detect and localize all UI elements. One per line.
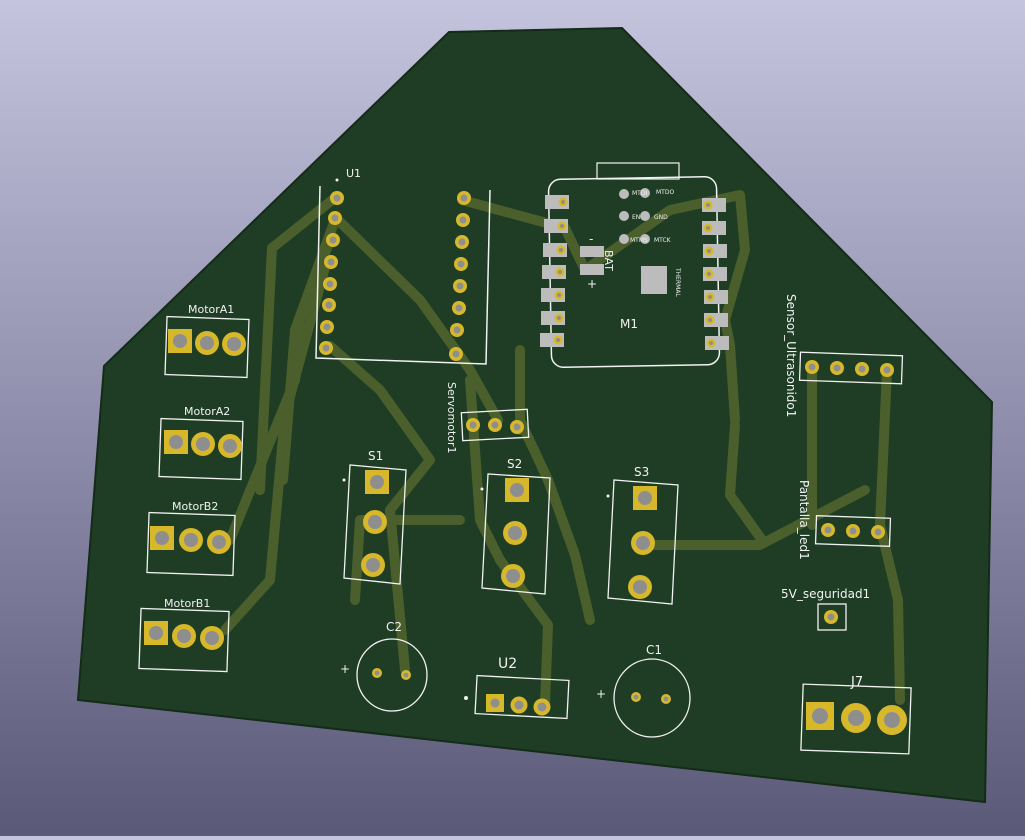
s2-label: S2	[507, 457, 522, 471]
component-m1[interactable]: MTDI MTDO EN GND MTMS MTCK BAT - + THERM…	[540, 162, 729, 368]
component-motor-b2[interactable]: MotorB2	[146, 500, 236, 577]
sensor-ultrasonido1-label: Sensor_Ultrasonido1	[784, 294, 798, 417]
component-s3[interactable]: S3	[606, 465, 679, 605]
component-c2[interactable]: C2 +	[340, 620, 428, 712]
s1-label: S1	[368, 449, 383, 463]
component-servomotor1[interactable]: Servomotor1	[445, 382, 530, 454]
component-motor-a2[interactable]: MotorA2	[158, 405, 244, 481]
component-s2[interactable]: S2	[480, 457, 551, 595]
pin-mtdo-label: MTDO	[656, 189, 674, 196]
copper-traces	[220, 190, 905, 710]
component-motor-a1[interactable]: MotorA1	[164, 303, 250, 379]
pin-en-label: EN	[632, 214, 640, 221]
bat-label: BAT	[602, 250, 615, 271]
component-u1[interactable]: U1	[315, 167, 491, 365]
c1-label: C1	[646, 643, 662, 657]
u1-label: U1	[346, 167, 361, 180]
pin-mtck-label: MTCK	[654, 237, 672, 244]
motor-a1-label: MotorA1	[188, 303, 234, 316]
motor-b2-label: MotorB2	[172, 500, 218, 513]
bat-minus-label: -	[589, 232, 593, 246]
component-c1[interactable]: C1 +	[596, 643, 691, 738]
pin-mtdi-label: MTDI	[632, 190, 647, 197]
pantalla-led1-label: Pantalla_led1	[797, 480, 811, 560]
j7-label: J7	[850, 675, 863, 690]
motor-a2-label: MotorA2	[184, 405, 230, 418]
u2-label: U2	[498, 656, 517, 672]
component-u2[interactable]: U2	[464, 656, 570, 720]
motor-b1-label: MotorB1	[164, 597, 210, 610]
bat-plus-label: +	[587, 277, 597, 291]
s3-label: S3	[634, 465, 649, 479]
pin-gnd-label: GND	[654, 214, 668, 221]
component-j7[interactable]: J7	[800, 675, 912, 755]
5v-seguridad1-label: 5V_seguridad1	[781, 587, 870, 601]
component-pantalla-led1[interactable]: Pantalla_led1	[797, 480, 892, 560]
pin-mtms-label: MTMS	[630, 237, 648, 244]
component-5v-seguridad1[interactable]: 5V_seguridad1	[781, 587, 870, 631]
c2-plus-label: +	[340, 662, 350, 676]
servomotor1-label: Servomotor1	[445, 382, 458, 454]
c1-plus-label: +	[596, 687, 606, 701]
component-sensor-ultrasonido1[interactable]: Sensor_Ultrasonido1	[784, 294, 904, 417]
component-motor-b1[interactable]: MotorB1	[138, 597, 230, 673]
m1-label: M1	[620, 317, 638, 331]
c2-label: C2	[386, 620, 402, 634]
component-s1[interactable]: S1	[342, 449, 407, 585]
thermal-label: THERMAL	[674, 267, 681, 297]
